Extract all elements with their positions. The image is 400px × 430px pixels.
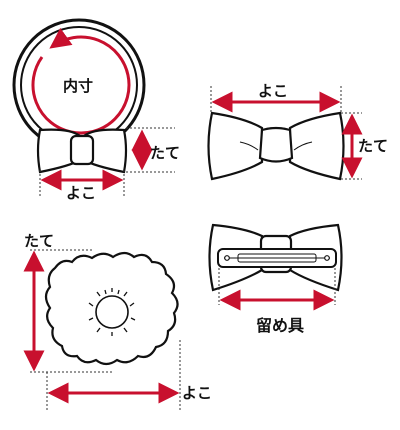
inner-size-label: 内寸 (63, 77, 93, 95)
inner-size-arrow (31, 27, 131, 135)
scrunchie-height-label: たて (24, 232, 54, 250)
ring-bow-icon (36, 128, 128, 174)
scrunchie-figure: たて よこ (23, 232, 212, 410)
ring-bow-figure: 内寸 たて よこ (12, 18, 180, 202)
clip-bow-icon (208, 223, 343, 292)
ring-bow-width-label: よこ (66, 184, 96, 202)
bow-height-label: たて (358, 137, 388, 155)
ring-bow-height-label: たて (150, 144, 180, 162)
clip-bow-figure: 留め具 (208, 223, 343, 335)
clip-length-label: 留め具 (256, 316, 304, 335)
bow-icon (207, 111, 345, 181)
bow-width-label: よこ (258, 82, 288, 100)
bow-figure: よこ たて (207, 82, 388, 181)
scrunchie-width-label: よこ (182, 384, 212, 402)
